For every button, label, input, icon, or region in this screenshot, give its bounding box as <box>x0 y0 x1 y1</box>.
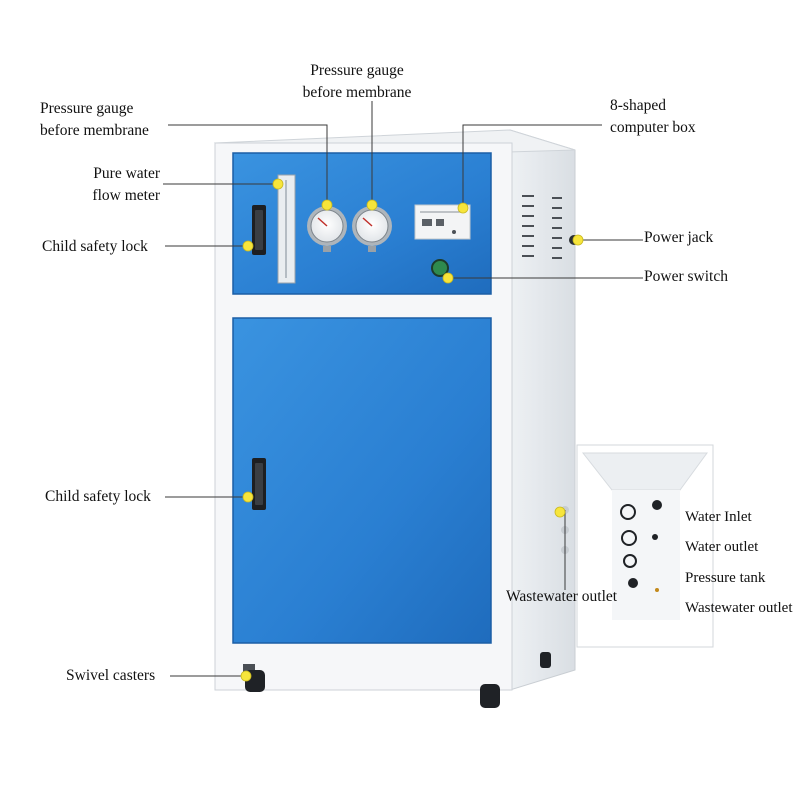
marker-lock-upper <box>242 240 254 252</box>
label-flow-meter-line1: Pure water <box>93 165 160 182</box>
marker-computer-box <box>457 202 469 214</box>
marker-gauge-right <box>366 199 378 211</box>
upper-control-panel <box>232 152 492 295</box>
label-gauge-top-line1: Pressure gauge <box>310 62 404 79</box>
label-wastewater-outlet-right: Wastewater outlet <box>685 600 793 616</box>
label-gauge-top-line2: before membrane <box>302 84 412 101</box>
label-gauge-left-line2: before membrane <box>40 122 149 139</box>
lower-door <box>232 317 492 644</box>
label-wastewater-outlet-left: Wastewater outlet <box>506 588 618 605</box>
marker-wastewater <box>554 506 566 518</box>
label-power-switch: Power switch <box>644 268 728 285</box>
label-computer-box-line1: 8-shaped <box>610 97 666 114</box>
gauge-right <box>352 206 392 252</box>
label-swivel-casters: Swivel casters <box>66 667 156 684</box>
marker-power-jack <box>572 234 584 246</box>
gauge-left <box>307 206 347 252</box>
power-switch-button <box>431 259 449 277</box>
label-safety-lock-upper: Child safety lock <box>42 238 148 255</box>
marker-casters <box>240 670 252 682</box>
label-gauge-left: Pressure gauge before membrane <box>40 98 149 142</box>
marker-gauge-left <box>321 199 333 211</box>
label-pressure-tank: Pressure tank <box>685 570 766 586</box>
label-safety-lock-lower: Child safety lock <box>45 488 151 505</box>
label-flow-meter-line2: flow meter <box>92 187 160 204</box>
side-vents <box>522 195 562 259</box>
label-gauge-left-line1: Pressure gauge <box>40 100 134 117</box>
marker-lock-lower <box>242 491 254 503</box>
rear-port-panel <box>576 444 714 648</box>
marker-flow-meter <box>272 178 284 190</box>
label-water-inlet: Water Inlet <box>685 509 752 525</box>
label-computer-box: 8-shaped computer box <box>610 95 696 139</box>
marker-power-switch <box>442 272 454 284</box>
callout-markers <box>240 178 584 682</box>
label-flow-meter: Pure water flow meter <box>40 163 160 207</box>
label-gauge-top: Pressure gauge before membrane <box>282 60 432 104</box>
label-water-outlet: Water outlet <box>685 539 759 555</box>
label-power-jack: Power jack <box>644 229 714 246</box>
leader-lines <box>163 101 643 677</box>
label-computer-box-line2: computer box <box>610 119 696 136</box>
